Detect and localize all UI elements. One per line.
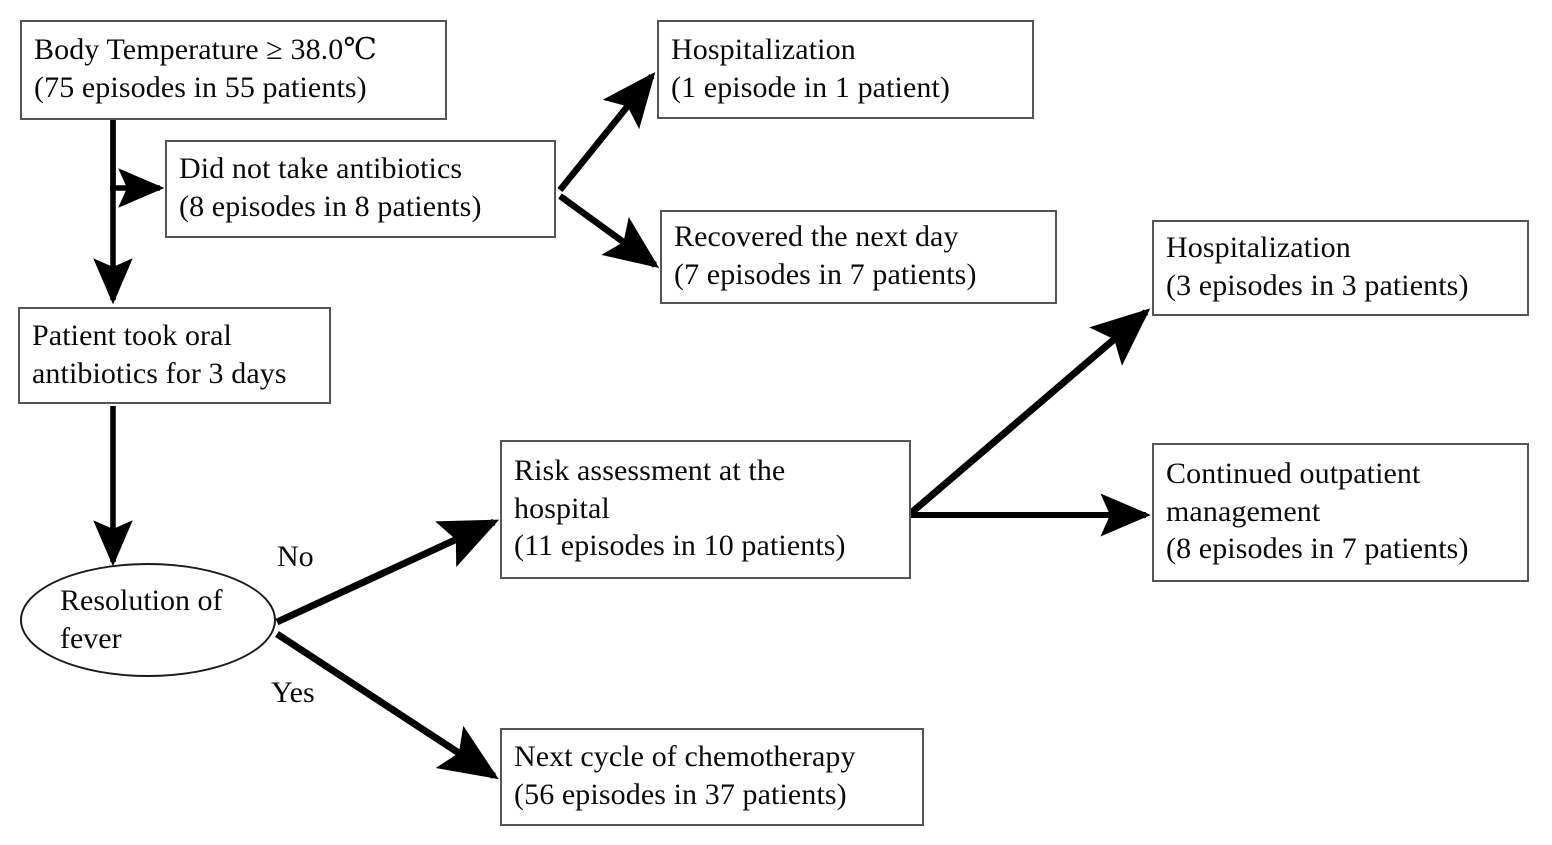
node-next-cycle-chemotherapy-line-1: Next cycle of chemotherapy [514, 740, 856, 774]
node-resolution-of-fever[interactable]: Resolution of fever [20, 563, 276, 677]
node-continued-outpatient[interactable]: Continued outpatient management (8 episo… [1152, 443, 1529, 582]
node-recovered-next-day[interactable]: Recovered the next day (7 episodes in 7 … [660, 210, 1057, 304]
node-hospitalization-top-line-1: Hospitalization [671, 32, 856, 66]
node-recovered-next-day-line-1: Recovered the next day [674, 220, 959, 254]
node-next-cycle-chemotherapy-line-2: (56 episodes in 37 patients) [514, 778, 847, 811]
node-body-temperature-line-1: Body Temperature ≥ 38.0℃ [34, 33, 378, 67]
node-resolution-of-fever-line-1: Resolution of [60, 583, 223, 617]
node-risk-assessment[interactable]: Risk assessment at the hospital (11 epis… [500, 440, 911, 579]
node-patient-took-oral-antibiotics-line-1: Patient took oral [32, 318, 232, 352]
node-risk-assessment-line-2: hospital [514, 491, 610, 525]
node-hospitalization-top-line-2: (1 episode in 1 patient) [671, 70, 950, 104]
node-risk-assessment-line-3: (11 episodes in 10 patients) [514, 529, 846, 563]
node-did-not-take-antibiotics-line-2: (8 episodes in 8 patients) [179, 190, 482, 223]
node-continued-outpatient-line-3: (8 episodes in 7 patients) [1166, 532, 1469, 566]
arrow-no-antibiotics-to-hospitalization [557, 71, 656, 193]
node-body-temperature-line-2: (75 episodes in 55 patients) [34, 71, 367, 104]
node-continued-outpatient-line-1: Continued outpatient [1166, 456, 1421, 490]
node-continued-outpatient-line-2: management [1166, 494, 1321, 528]
node-hospitalization-right-line-1: Hospitalization [1166, 231, 1351, 265]
node-hospitalization-right[interactable]: Hospitalization (3 episodes in 3 patient… [1152, 220, 1529, 316]
node-next-cycle-chemotherapy[interactable]: Next cycle of chemotherapy (56 episodes … [500, 728, 924, 826]
arrow-temp-to-no-antibiotics [110, 120, 165, 208]
node-patient-took-oral-antibiotics[interactable]: Patient took oral antibiotics for 3 days [18, 307, 331, 404]
edge-label-no: No [277, 540, 314, 573]
node-body-temperature[interactable]: Body Temperature ≥ 38.0℃ (75 episodes in… [20, 20, 447, 120]
arrow-risk-to-hospitalization-right [908, 308, 1151, 516]
node-did-not-take-antibiotics[interactable]: Did not take antibiotics (8 episodes in … [165, 140, 556, 238]
node-risk-assessment-line-1: Risk assessment at the [514, 453, 786, 487]
arrow-no-antibiotics-to-recovered [558, 193, 660, 269]
node-hospitalization-right-line-2: (3 episodes in 3 patients) [1166, 269, 1469, 302]
node-did-not-take-antibiotics-line-1: Did not take antibiotics [179, 152, 463, 186]
node-recovered-next-day-line-2: (7 episodes in 7 patients) [674, 258, 977, 291]
node-patient-took-oral-antibiotics-line-2: antibiotics for 3 days [32, 356, 287, 390]
node-hospitalization-top[interactable]: Hospitalization (1 episode in 1 patient) [657, 20, 1034, 119]
edge-label-yes: Yes [271, 676, 315, 709]
node-resolution-of-fever-line-2: fever [60, 622, 122, 655]
